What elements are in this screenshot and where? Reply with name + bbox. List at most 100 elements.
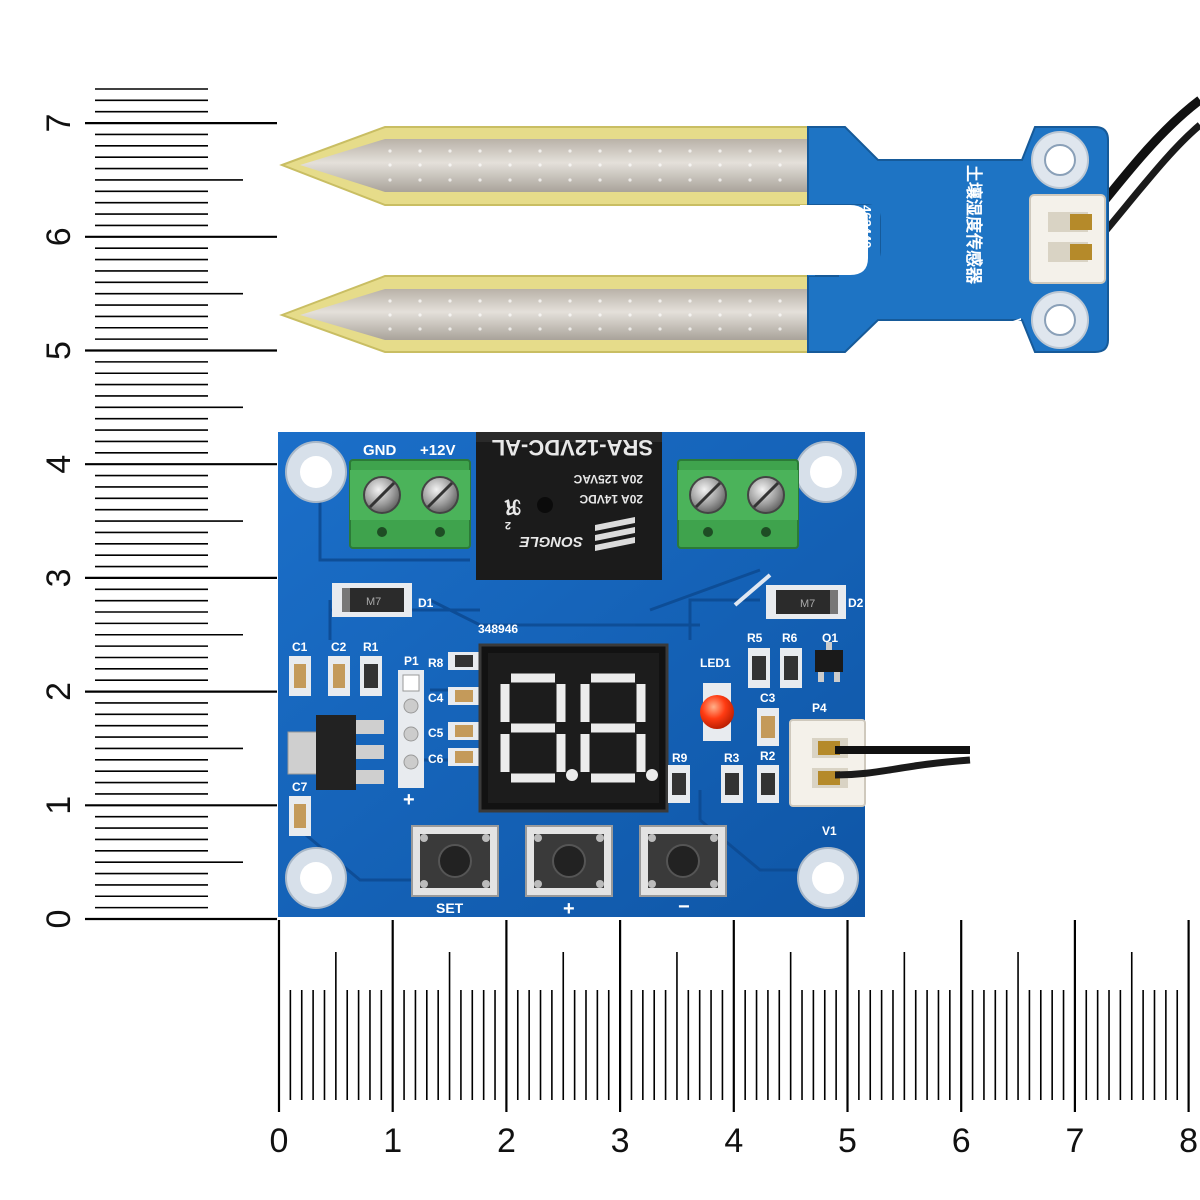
probe-mount-hole-bottom bbox=[1031, 291, 1089, 349]
ruler-y-label: 2 bbox=[40, 682, 78, 701]
smd-c7 bbox=[289, 796, 311, 836]
smd-c3 bbox=[757, 708, 779, 746]
terminal-block-power[interactable] bbox=[349, 459, 471, 549]
smd-r6 bbox=[780, 648, 802, 688]
label-p4: P4 bbox=[812, 701, 827, 715]
smd-c6 bbox=[448, 748, 480, 766]
terminal-block-load[interactable] bbox=[677, 459, 799, 549]
ruler-y-label: 1 bbox=[40, 796, 78, 815]
label-led1: LED1 bbox=[700, 656, 731, 670]
smd-c4 bbox=[448, 687, 480, 705]
ruler-y-label: 6 bbox=[40, 227, 78, 246]
ruler-y-label: 0 bbox=[40, 910, 78, 929]
smd-c1 bbox=[289, 656, 311, 696]
relay-mark-text: 2 bbox=[505, 519, 511, 531]
label-c3: C3 bbox=[760, 691, 776, 705]
plus-button[interactable] bbox=[525, 825, 613, 897]
label-d2: D2 bbox=[848, 596, 864, 610]
seven-segment-display bbox=[478, 643, 669, 813]
diode-d1-text: M7 bbox=[366, 596, 381, 608]
label-c4: C4 bbox=[428, 691, 444, 705]
transistor-q1 bbox=[815, 642, 843, 682]
diode-d2: M7 bbox=[766, 585, 846, 619]
relay-model-text: SRA-12VDC-AL bbox=[492, 435, 653, 460]
label-c7: C7 bbox=[292, 780, 308, 794]
smd-r1 bbox=[360, 656, 382, 696]
ruler-y-label: 5 bbox=[40, 341, 78, 360]
ruler-y-label: 4 bbox=[40, 455, 78, 474]
ruler-x-label: 0 bbox=[270, 1122, 289, 1160]
ruler-x-label: 8 bbox=[1179, 1122, 1198, 1160]
probe-chinese-label: 土壤湿度传感器 bbox=[963, 165, 984, 285]
label-plus-header: + bbox=[403, 789, 415, 811]
label-r3: R3 bbox=[724, 751, 740, 765]
label-r5: R5 bbox=[747, 631, 763, 645]
label-r9: R9 bbox=[672, 751, 688, 765]
label-c6: C6 bbox=[428, 752, 444, 766]
vertical-ruler bbox=[85, 88, 277, 921]
diode-d1: M7 bbox=[332, 583, 412, 617]
ruler-x-label: 2 bbox=[497, 1122, 516, 1160]
smd-r8 bbox=[448, 652, 480, 670]
controller-board: GND +12V SRA-12VDC-AL 20A 125VAC 20A 14V… bbox=[278, 432, 971, 920]
ruler-x-label: 5 bbox=[838, 1122, 857, 1160]
label-gnd: GND bbox=[363, 442, 397, 459]
ruler-y-label: 3 bbox=[40, 568, 78, 587]
label-r2: R2 bbox=[760, 749, 776, 763]
board-mount-hole-top-left bbox=[285, 441, 347, 503]
board-mount-hole-top-right bbox=[795, 441, 857, 503]
probe-mount-hole-top bbox=[1031, 131, 1089, 189]
horizontal-ruler-labels: 0 1 2 3 4 5 6 7 8 bbox=[270, 1122, 1199, 1160]
header-p1 bbox=[398, 670, 424, 788]
probe-connector bbox=[1029, 194, 1106, 284]
ruler-x-label: 4 bbox=[724, 1122, 743, 1160]
plus-button-label: + bbox=[563, 898, 575, 920]
board-mount-hole-bottom-right bbox=[797, 847, 859, 909]
display-decimal-point-1 bbox=[566, 769, 578, 781]
probe-pin-label: V1 bbox=[1009, 318, 1024, 334]
led-indicator bbox=[700, 683, 734, 741]
ruler-x-label: 7 bbox=[1065, 1122, 1084, 1160]
label-v1-board: V1 bbox=[822, 824, 837, 838]
ruler-x-label: 1 bbox=[383, 1122, 402, 1160]
vertical-ruler-labels: 0 1 2 3 4 5 6 7 bbox=[40, 114, 78, 929]
board-serial: 348946 bbox=[478, 622, 518, 636]
minus-button[interactable] bbox=[639, 825, 727, 897]
diode-d2-text: M7 bbox=[800, 598, 815, 610]
label-c1: C1 bbox=[292, 640, 308, 654]
smd-r2 bbox=[757, 765, 779, 803]
label-r1: R1 bbox=[363, 640, 379, 654]
soil-moisture-probe: 462440 土壤湿度传感器 V1 bbox=[279, 96, 1200, 353]
label-r8: R8 bbox=[428, 656, 444, 670]
label-q1: Q1 bbox=[822, 631, 838, 645]
voltage-regulator bbox=[287, 715, 384, 790]
set-button-label: SET bbox=[436, 900, 464, 916]
display-decimal-point-2 bbox=[646, 769, 658, 781]
smd-r9 bbox=[668, 765, 690, 803]
smd-r5 bbox=[748, 648, 770, 688]
ruler-x-label: 6 bbox=[952, 1122, 971, 1160]
label-p1: P1 bbox=[404, 654, 419, 668]
probe-code-text: 462440 bbox=[859, 205, 874, 248]
label-r6: R6 bbox=[782, 631, 798, 645]
smd-r3 bbox=[721, 765, 743, 803]
relay-ul-icon: ℜ bbox=[504, 495, 521, 517]
label-c2: C2 bbox=[331, 640, 347, 654]
smd-c5 bbox=[448, 722, 480, 740]
smd-c2 bbox=[328, 656, 350, 696]
sensor-connector-p4[interactable] bbox=[789, 719, 866, 807]
label-d1: D1 bbox=[418, 596, 434, 610]
label-12v: +12V bbox=[420, 442, 455, 459]
board-mount-hole-bottom-left bbox=[285, 847, 347, 909]
relay-rating-1: 20A 125VAC bbox=[573, 472, 643, 486]
label-c5: C5 bbox=[428, 726, 444, 740]
relay-rating-2: 20A 14VDC bbox=[579, 492, 643, 506]
ruler-y-label: 7 bbox=[40, 114, 78, 133]
relay: SRA-12VDC-AL 20A 125VAC 20A 14VDC SONGLE… bbox=[476, 432, 662, 580]
relay-brand-text: SONGLE bbox=[519, 533, 583, 550]
horizontal-ruler bbox=[277, 920, 1190, 1112]
minus-button-label: − bbox=[678, 896, 690, 918]
set-button[interactable] bbox=[411, 825, 499, 897]
ruler-x-label: 3 bbox=[611, 1122, 630, 1160]
